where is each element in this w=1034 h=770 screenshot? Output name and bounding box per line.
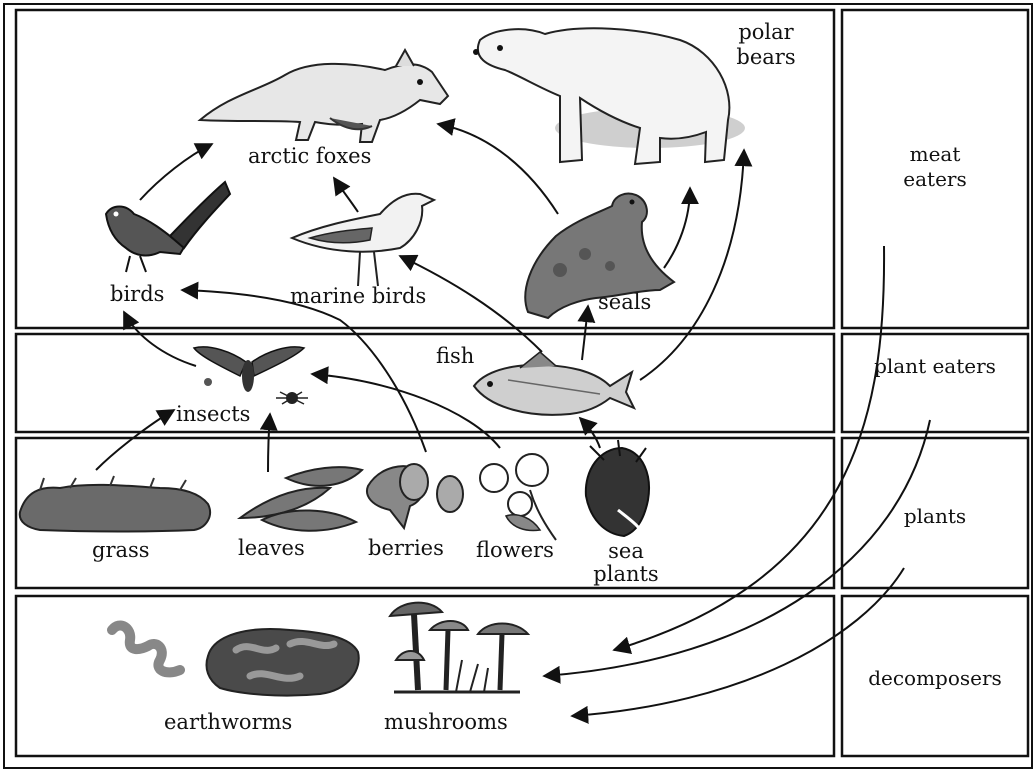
plant-eaters-box [16, 334, 834, 432]
level-plant-eaters: plant eaters [870, 354, 1000, 379]
level-plants: plants [870, 504, 1000, 529]
marine-bird-image [292, 194, 434, 286]
arrow-birds-to-arctic-foxes [140, 144, 212, 200]
label-seals: seals [598, 292, 651, 313]
arrow-seals-to-arctic-foxes [438, 124, 558, 214]
label-grass: grass [92, 540, 150, 561]
arrow-plants-to-decomposers [572, 568, 904, 716]
arrow-seals-to-polar-bears [664, 188, 690, 268]
label-mushrooms: mushrooms [384, 712, 508, 733]
grass-image [20, 476, 210, 532]
fish-image [474, 352, 634, 415]
insects-image [194, 347, 308, 404]
level-meat-eaters: meat eaters [880, 142, 990, 192]
label-insects: insects [176, 404, 250, 425]
label-berries: berries [368, 538, 444, 559]
level-decomposers: decomposers [844, 666, 1026, 691]
label-fish: fish [436, 346, 474, 367]
label-earthworms: earthworms [164, 712, 292, 733]
label-arctic-foxes: arctic foxes [248, 146, 371, 167]
mushrooms-image [390, 603, 528, 692]
polar-bear-image [473, 28, 745, 164]
bird-image [106, 182, 230, 272]
label-marine-birds: marine birds [290, 286, 426, 307]
arctic-fox-image [200, 50, 448, 142]
label-flowers: flowers [476, 540, 554, 561]
arrow-insects-to-birds [124, 312, 196, 366]
arrow-marine-birds-to-arctic-foxes [334, 178, 358, 212]
arrow-grass-to-insects [96, 410, 174, 470]
label-leaves: leaves [238, 538, 305, 559]
leaves-image [240, 467, 362, 531]
sea-plants-image [586, 440, 649, 538]
arrow-meat-eaters-to-decomposers [614, 246, 884, 650]
label-birds: birds [110, 284, 164, 305]
label-sea-plants: sea plants [584, 540, 668, 586]
label-polar-bears: polar bears [728, 20, 804, 70]
arrow-berries-to-birds [182, 290, 426, 452]
arrow-leaves-to-insects [268, 414, 270, 472]
flowers-image [480, 454, 556, 540]
meat-eaters-box [16, 10, 834, 328]
earthworms-image [112, 625, 359, 695]
berries-image [367, 464, 463, 528]
plant-eaters-side-box [842, 334, 1028, 432]
